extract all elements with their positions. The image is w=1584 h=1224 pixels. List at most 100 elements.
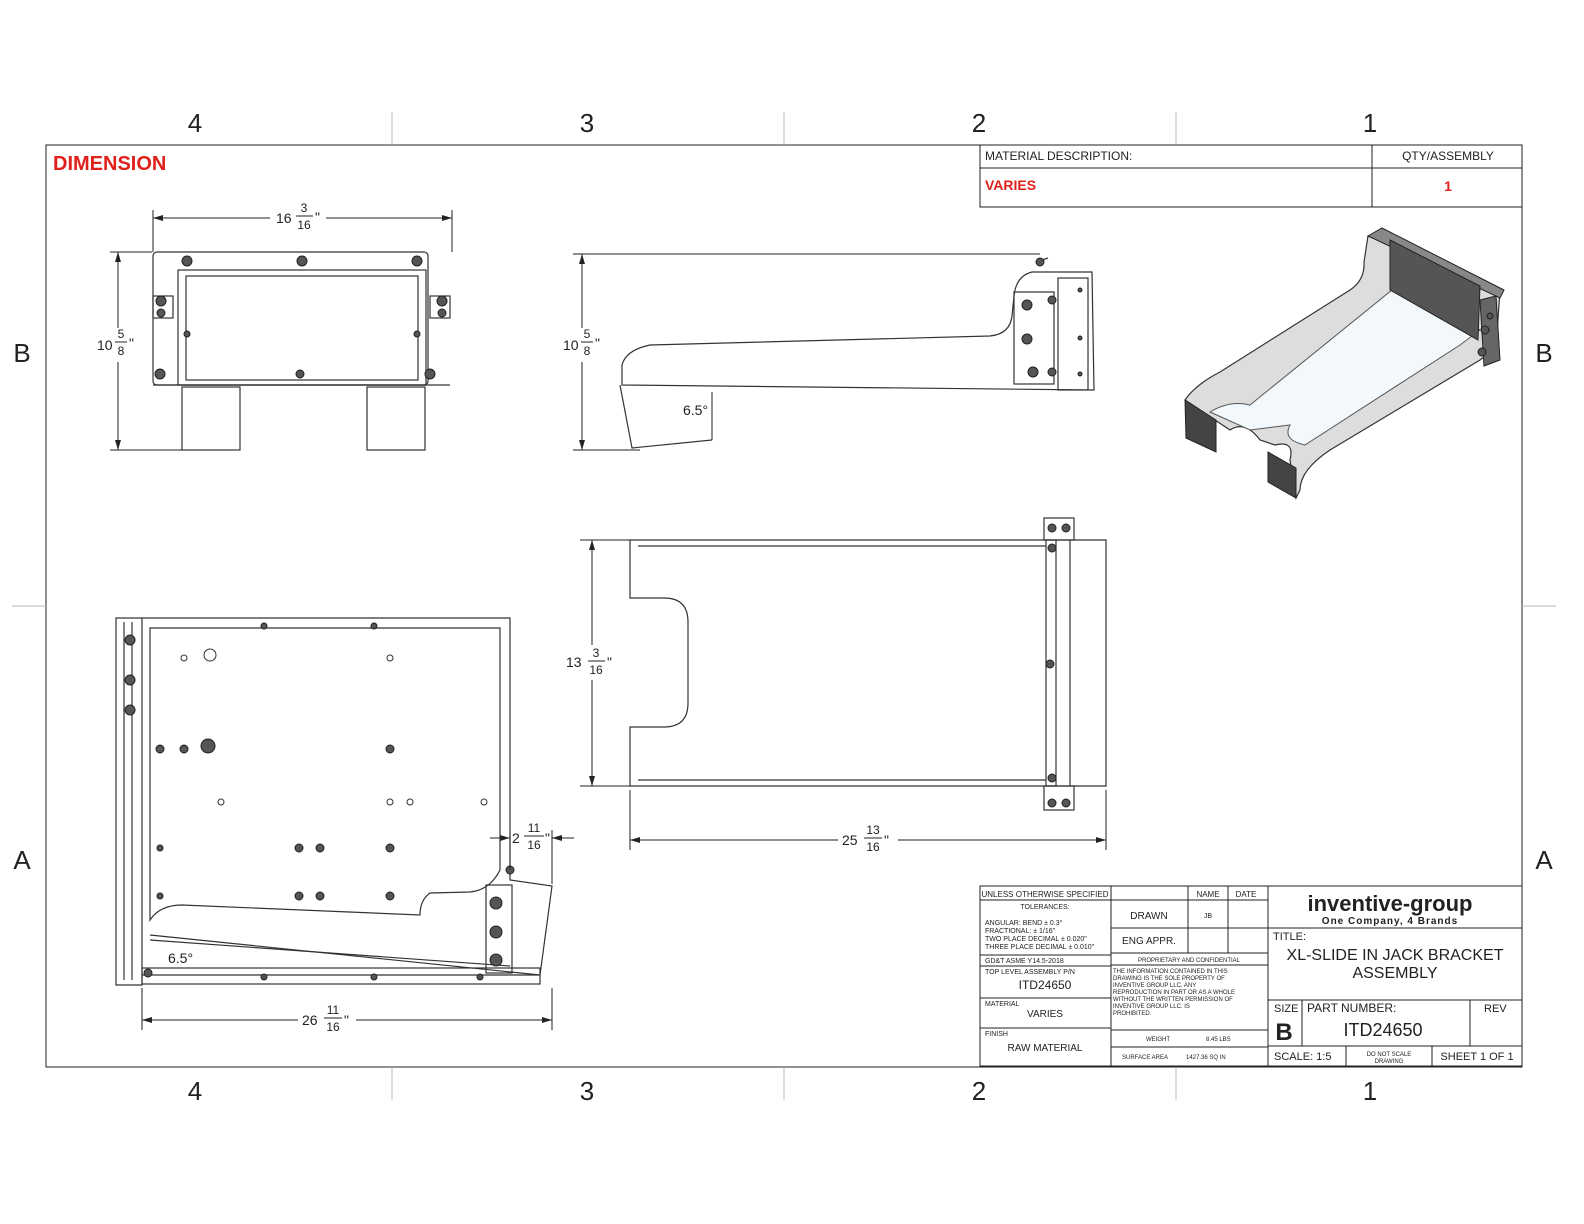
plan-offset-whole: 2 [512,830,520,846]
tolerance-line-4: THREE PLACE DECIMAL ± 0.010" [985,944,1095,951]
size-label: SIZE [1274,1003,1298,1015]
top-length-den: 16 [866,840,880,854]
do-not-scale-line-2: DRAWING [1375,1059,1404,1065]
side-height-whole: 10 [563,337,579,353]
zone-col-bottom-4: 4 [188,1076,202,1106]
title-block [979,885,1523,1067]
plan-length-unit: " [344,1012,349,1028]
rev-label: REV [1484,1003,1507,1015]
material-value: VARIES [1027,1009,1063,1020]
tolerance-line-2: FRACTIONAL: ± 1/16" [985,928,1056,935]
zone-row-right-b: B [1535,338,1552,368]
proprietary-line-2: DRAWING IS THE SOLE PROPERTY OF [1113,976,1225,982]
material-label: MATERIAL [985,1001,1020,1008]
plan-offset-num: 11 [528,821,541,835]
front-width-dimension: 16 3 16 " [152,201,453,252]
front-width-unit: " [315,209,320,225]
proprietary-line-4: REPRODUCTION IN PART OR AS A WHOLE [1113,990,1235,996]
material-description-value: VARIES [985,177,1036,193]
zone-col-top-4: 4 [188,108,202,138]
qty-assembly-value: 1 [1444,178,1452,194]
front-width-whole: 16 [276,210,292,226]
name-column-label: NAME [1196,890,1219,899]
top-height-num: 3 [593,646,600,660]
plan-offset-dimension: 2 11 16 " [490,821,574,884]
top-level-value: ITD24650 [1019,978,1072,992]
material-description-label: MATERIAL DESCRIPTION: [985,149,1132,163]
front-height-num: 5 [118,327,125,341]
top-height-dimension: 13 3 16 " [566,539,630,787]
top-length-num: 13 [866,823,880,837]
top-view [629,517,1107,811]
finish-label: FINISH [985,1031,1008,1038]
plan-view [115,617,553,986]
title-line-1: XL-SLIDE IN JACK BRACKET [1287,947,1504,964]
do-not-scale-line-1: DO NOT SCALE [1367,1052,1412,1058]
weight-label: WEIGHT [1146,1037,1170,1043]
front-width-num: 3 [301,201,308,215]
proprietary-line-6: INVENTIVE GROUP LLC. IS [1113,1004,1190,1010]
zone-col-bottom-1: 1 [1363,1076,1377,1106]
drawn-name: JB [1204,913,1213,920]
top-height-den: 16 [589,663,603,677]
front-height-dimension: 10 5 8 " [97,251,182,451]
side-height-num: 5 [584,327,591,341]
plan-length-den: 16 [326,1020,340,1034]
top-length-dimension: 25 13 16 " [629,790,1107,854]
dimension-heading: DIMENSION [53,153,166,175]
tolerances-label: TOLERANCES: [1020,904,1069,911]
top-length-whole: 25 [842,832,858,848]
plan-length-num: 11 [327,1003,340,1017]
proprietary-line-7: PROHIBITED. [1113,1011,1152,1017]
proprietary-label: PROPRIETARY AND CONFIDENTIAL [1138,958,1241,964]
proprietary-line-5: WITHOUT THE WRITTEN PERMISSION OF [1113,997,1233,1003]
zone-col-top-2: 2 [972,108,986,138]
top-length-unit: " [884,832,889,848]
top-level-label: TOP LEVEL ASSEMBLY P/N [985,969,1075,976]
scale-label: SCALE: 1:5 [1274,1051,1331,1063]
zone-row-left-a: A [13,845,31,875]
plan-offset-unit: " [545,830,550,846]
drawn-label: DRAWN [1130,911,1167,922]
front-view [152,251,451,451]
zone-row-right-a: A [1535,845,1553,875]
front-width-den: 16 [297,218,311,232]
surface-area-label: SURFACE AREA [1122,1055,1168,1061]
proprietary-line-3: INVENTIVE GROUP LLC. ANY [1113,983,1196,989]
standard-label: GD&T ASME Y14.5-2018 [985,958,1064,965]
material-block: MATERIAL DESCRIPTION: QTY/ASSEMBLY VARIE… [979,144,1523,208]
sheet-label: SHEET 1 OF 1 [1440,1051,1513,1063]
company-tagline: One Company, 4 Brands [1322,916,1458,927]
size-value: B [1275,1019,1292,1046]
tolerance-line-1: ANGULAR: BEND ± 0.3° [985,919,1063,927]
company-logo: inventive-group [1307,891,1472,916]
zone-row-left-b: B [13,338,30,368]
plan-offset-den: 16 [527,838,541,852]
plan-angle-label: 6.5° [168,950,193,966]
part-number-label: PART NUMBER: [1307,1001,1396,1015]
zone-col-top-1: 1 [1363,108,1377,138]
top-height-unit: " [607,654,612,670]
plan-length-dimension: 26 11 16 " [141,988,553,1034]
zone-col-top-3: 3 [580,108,594,138]
sheet-border [45,144,1523,1068]
isometric-view [1184,227,1505,500]
side-height-den: 8 [584,344,591,358]
side-height-dimension: 10 5 8 " [563,253,1040,451]
eng-approval-label: ENG APPR. [1122,936,1176,947]
side-angle-label: 6.5° [683,402,708,418]
top-height-whole: 13 [566,654,582,670]
front-height-whole: 10 [97,337,113,353]
zone-ticks [12,112,1556,1100]
surface-area-value: 1427.36 SQ IN [1186,1055,1226,1061]
zone-col-bottom-2: 2 [972,1076,986,1106]
title-line-2: ASSEMBLY [1352,965,1437,982]
qty-assembly-label: QTY/ASSEMBLY [1402,149,1494,163]
title-label: TITLE: [1273,931,1306,943]
finish-value: RAW MATERIAL [1007,1043,1082,1054]
zone-col-bottom-3: 3 [580,1076,594,1106]
proprietary-line-1: THE INFORMATION CONTAINED IN THIS [1113,969,1228,975]
front-height-den: 8 [118,344,125,358]
side-height-unit: " [595,335,600,351]
